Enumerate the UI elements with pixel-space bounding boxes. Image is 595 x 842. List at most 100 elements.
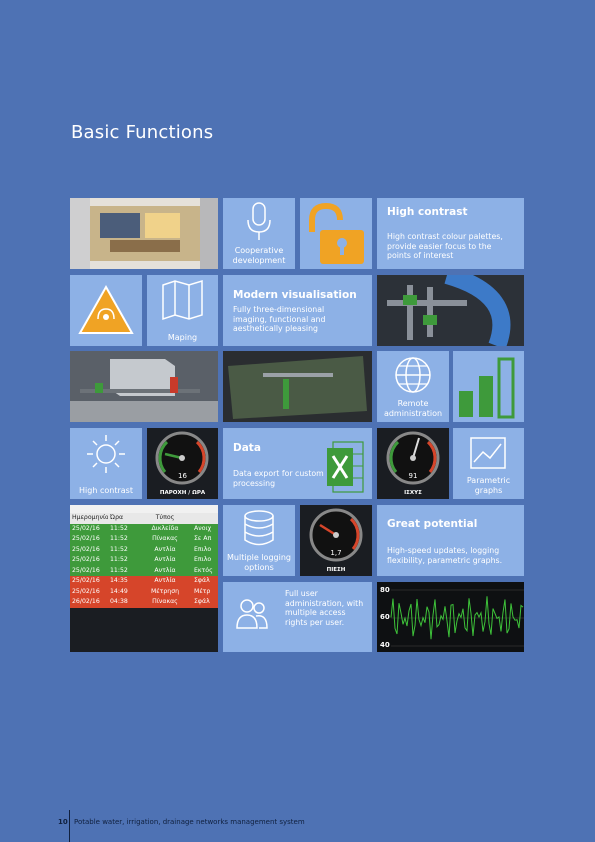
- log-cell-type: Πίνακας: [152, 535, 178, 542]
- power-gauge-label: ΙΣΧΥΣ: [404, 490, 422, 496]
- log-cell-date: 25/02/16: [72, 577, 100, 584]
- room-photo: [70, 198, 218, 269]
- map-icon: [162, 279, 203, 321]
- pressure-gauge: [309, 508, 363, 562]
- log-cell-event: Εκτός: [194, 566, 213, 574]
- power-gauge-value: 91: [408, 472, 418, 480]
- maping-tile: Maping: [147, 275, 218, 346]
- graph-tick-80: 80: [380, 586, 390, 594]
- trend-line: [390, 596, 524, 640]
- log-cell-date: 25/02/16: [72, 545, 100, 553]
- log-cell-type: Αντλία: [154, 577, 176, 584]
- bars-tile: [453, 351, 524, 422]
- data-tile: Data Data export for custom processing: [223, 428, 372, 499]
- log-cell-time: 11:52: [110, 556, 128, 563]
- page-number: 10: [58, 818, 68, 826]
- log-cell-date: 26/02/16: [72, 598, 100, 605]
- great-potential-text: High-speed updates, logging flexibility,…: [387, 546, 503, 565]
- user-admin-tile: Full user administration, with multiple …: [223, 582, 372, 652]
- unlocked-padlock-icon: [309, 202, 364, 264]
- line-chart-icon: [470, 437, 506, 469]
- log-header-type: Τύπος: [155, 514, 175, 521]
- log-cell-date: 25/02/16: [72, 587, 100, 595]
- pressure-gauge-value: 1,7: [330, 549, 342, 557]
- pipes-photo: [377, 275, 524, 346]
- cooperative-label: Cooperative development: [232, 246, 286, 265]
- database-icon: [244, 510, 274, 546]
- great-potential-title: Great potential: [387, 518, 478, 530]
- footer-text: Potable water, irrigation, drainage netw…: [73, 818, 305, 826]
- table-row[interactable]: 25/02/16 11:52 Αντλία Επιλο: [70, 544, 218, 555]
- log-cell-time: 11:52: [110, 545, 128, 553]
- page-title: Basic Functions: [71, 122, 214, 143]
- log-cell-event: Μέτρ: [194, 587, 211, 595]
- log-cell-time: 11:52: [110, 524, 128, 532]
- live-trend-graph: [377, 582, 524, 652]
- flow-gauge-tile: 16 ΠΑΡΟΧΗ / ΩΡΑ: [147, 428, 218, 499]
- flow-gauge-label: ΠΑΡΟΧΗ / ΩΡΑ: [159, 490, 206, 496]
- modern-visualisation-title: Modern visualisation: [233, 289, 357, 301]
- log-header-date: Ημερομηνία: [72, 514, 108, 521]
- log-table-header: Ημερομηνία Ώρα Τύπος: [70, 513, 218, 524]
- high-contrast-text: High contrast colour palettes, provide e…: [387, 232, 503, 260]
- table-row[interactable]: 25/02/16 11:52 Αντλία Εκτός: [70, 565, 218, 576]
- high-contrast-small-label: High contrast: [79, 485, 133, 495]
- log-cell-type: Αντλία: [154, 545, 176, 553]
- log-header-event: [192, 513, 218, 524]
- lock-tile: [300, 198, 372, 269]
- table-row[interactable]: 26/02/16 04:38 Πίνακας Σφάλ: [70, 597, 218, 608]
- power-gauge-tile: 91 ΙΣΧΥΣ: [377, 428, 449, 499]
- footer-divider: [69, 810, 70, 842]
- pressure-gauge-tile: 1,7 ΠΙΕΣΗ: [300, 505, 372, 576]
- log-cell-event: Σε Απ: [194, 535, 212, 542]
- sun-icon: [87, 435, 125, 473]
- log-cell-date: 25/02/16: [72, 524, 100, 532]
- log-cell-event: Σφάλ: [194, 598, 210, 605]
- log-cell-time: 04:38: [110, 598, 128, 605]
- data-text: Data export for custom processing: [233, 469, 324, 488]
- log-cell-type: Πίνακας: [152, 598, 178, 605]
- flow-gauge-value: 16: [178, 472, 187, 480]
- log-cell-event: Επιλο: [194, 556, 212, 563]
- microphone-icon: [247, 202, 271, 240]
- graph-tick-40: 40: [380, 641, 390, 649]
- log-cell-event: Ανοιχ: [194, 524, 212, 532]
- maping-label: Maping: [167, 332, 198, 342]
- graph-tick-60: 60: [380, 613, 390, 621]
- log-cell-event: Σφάλ: [194, 577, 210, 584]
- log-cell-date: 25/02/16: [72, 566, 100, 574]
- log-cell-time: 14:35: [110, 577, 128, 584]
- table-row[interactable]: 25/02/16 14:35 Αντλία Σφάλ: [70, 576, 218, 587]
- parametric-graphs-tile: Parametric graphs: [453, 428, 524, 499]
- cooperative-tile: Cooperative development: [223, 198, 295, 269]
- valve-chamber-image: [223, 351, 372, 422]
- multiple-logging-label: Multiple logging options: [227, 553, 291, 572]
- log-cell-time: 11:52: [110, 535, 128, 542]
- remote-administration-tile: Remote administration: [377, 351, 449, 422]
- remote-administration-label: Remote administration: [383, 399, 443, 418]
- radiation-warning-icon: [78, 284, 134, 334]
- high-contrast-tile: High contrast High contrast colour palet…: [377, 198, 524, 269]
- station-3d-image: [70, 351, 218, 422]
- log-toolbar: [70, 505, 218, 514]
- user-admin-text: Full user administration, with multiple …: [285, 589, 364, 627]
- great-potential-tile: Great potential High-speed updates, logg…: [377, 505, 524, 576]
- flow-gauge: [155, 431, 209, 485]
- power-gauge: [386, 431, 440, 485]
- log-cell-time: 11:52: [110, 566, 128, 574]
- page-footer: 10 Potable water, irrigation, drainage n…: [58, 818, 305, 826]
- pressure-gauge-label: ΠΙΕΣΗ: [326, 567, 346, 573]
- log-cell-type: Αντλία: [154, 556, 176, 563]
- parametric-graphs-label: Parametric graphs: [466, 476, 511, 495]
- log-cell-date: 25/02/16: [72, 556, 100, 563]
- table-row[interactable]: 25/02/16 11:52 Αντλία Επιλο: [70, 555, 218, 566]
- log-cell-type: Αντλία: [154, 566, 176, 574]
- users-icon: [236, 599, 268, 629]
- warning-tile: [70, 275, 142, 346]
- log-cell-event: Επιλο: [194, 545, 212, 553]
- spreadsheet-icon: [327, 441, 364, 493]
